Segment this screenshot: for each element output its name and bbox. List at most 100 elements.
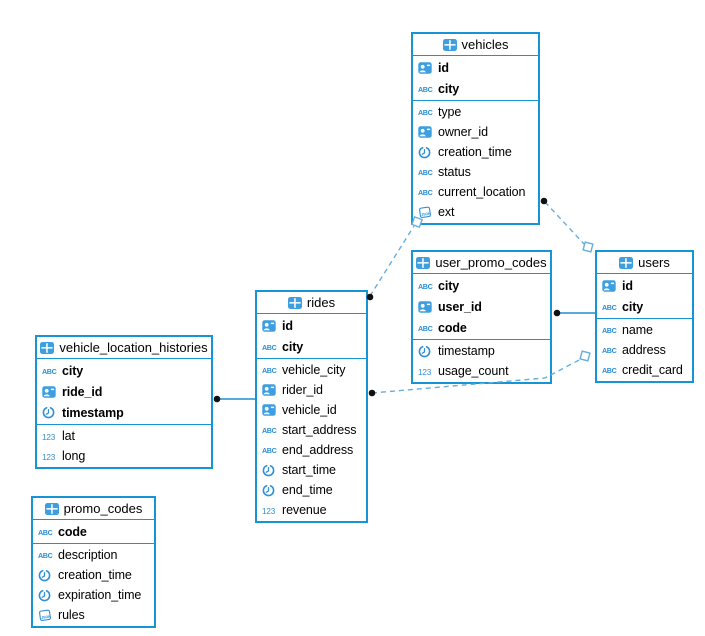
field-name: city <box>282 339 304 354</box>
abc-text-icon: ABC <box>42 366 58 376</box>
svg-text:ABC: ABC <box>418 324 433 333</box>
field-name: start_address <box>282 423 357 437</box>
field-row-user_promo_codes-code[interactable]: ABC code <box>413 317 550 338</box>
fields-section: ABC vehicle_city rider_id vehicle_id ABC… <box>257 359 366 521</box>
svg-text:ABC: ABC <box>262 343 277 352</box>
field-row-vehicles-owner_id[interactable]: owner_id <box>413 122 538 142</box>
primary-key-section: id ABC city <box>413 56 538 101</box>
table-title: users <box>638 255 670 270</box>
relationship-vehicles-users[interactable] <box>540 197 594 253</box>
field-row-users-id[interactable]: id <box>597 275 692 296</box>
abc-text-icon: ABC <box>418 323 434 333</box>
field-row-rides-end_time[interactable]: end_time <box>257 480 366 500</box>
field-row-user_promo_codes-city[interactable]: ABC city <box>413 275 550 296</box>
relationship-line[interactable] <box>369 225 415 297</box>
field-row-vehicles-status[interactable]: ABC status <box>413 162 538 182</box>
svg-text:ABC: ABC <box>262 366 277 375</box>
field-row-rides-end_address[interactable]: ABC end_address <box>257 440 366 460</box>
field-row-promo_codes-code[interactable]: ABC code <box>33 521 154 542</box>
field-row-vehicle_location_histories-timestamp[interactable]: timestamp <box>37 402 211 423</box>
field-row-user_promo_codes-usage_count[interactable]: 123 usage_count <box>413 361 550 381</box>
field-name: status <box>438 165 471 179</box>
relationship-user_promo_codes-users[interactable] <box>553 309 596 317</box>
table-promo_codes[interactable]: promo_codes ABC code ABC description cre… <box>31 496 156 628</box>
abc-text-icon: ABC <box>602 302 618 312</box>
field-name: city <box>438 278 460 293</box>
field-row-vehicle_location_histories-city[interactable]: ABC city <box>37 360 211 381</box>
field-row-promo_codes-creation_time[interactable]: creation_time <box>33 565 154 585</box>
table-vehicles[interactable]: vehicles id ABC city ABC type owner_id c… <box>411 32 540 225</box>
svg-text:123: 123 <box>42 452 56 461</box>
svg-text:123: 123 <box>42 432 56 441</box>
table-title: user_promo_codes <box>435 255 547 270</box>
svg-text:ABC: ABC <box>262 446 277 455</box>
table-header[interactable]: user_promo_codes <box>413 252 550 274</box>
field-row-users-credit_card[interactable]: ABC credit_card <box>597 360 692 380</box>
svg-text:ABC: ABC <box>38 528 53 537</box>
fields-section: 123 lat 123 long <box>37 425 211 467</box>
table-header[interactable]: vehicles <box>413 34 538 56</box>
table-user_promo_codes[interactable]: user_promo_codes ABC city user_id ABC co… <box>411 250 552 384</box>
svg-text:ABC: ABC <box>602 366 617 375</box>
clock-icon <box>418 345 434 358</box>
field-row-vehicles-city[interactable]: ABC city <box>413 78 538 99</box>
field-name: rules <box>58 608 85 622</box>
table-header[interactable]: rides <box>257 292 366 314</box>
field-row-rides-start_time[interactable]: start_time <box>257 460 366 480</box>
field-row-rides-vehicle_id[interactable]: vehicle_id <box>257 400 366 420</box>
field-name: long <box>62 449 86 463</box>
table-header[interactable]: vehicle_location_histories <box>37 337 211 359</box>
table-header[interactable]: users <box>597 252 692 274</box>
field-row-rides-revenue[interactable]: 123 revenue <box>257 500 366 520</box>
svg-text:ABC: ABC <box>602 303 617 312</box>
field-name: id <box>438 60 449 75</box>
abc-text-icon: ABC <box>38 550 54 560</box>
field-row-rides-rider_id[interactable]: rider_id <box>257 380 366 400</box>
person-badge-icon <box>262 384 278 396</box>
field-name: usage_count <box>438 364 509 378</box>
field-row-user_promo_codes-user_id[interactable]: user_id <box>413 296 550 317</box>
field-row-promo_codes-rules[interactable]: JSON rules <box>33 605 154 625</box>
clock-icon <box>262 464 278 477</box>
abc-text-icon: ABC <box>602 365 618 375</box>
field-row-users-name[interactable]: ABC name <box>597 320 692 340</box>
field-row-rides-vehicle_city[interactable]: ABC vehicle_city <box>257 360 366 380</box>
primary-key-section: ABC code <box>33 520 154 544</box>
table-rides[interactable]: rides id ABC city ABC vehicle_city rider… <box>255 290 368 523</box>
person-badge-icon <box>42 385 58 398</box>
abc-text-icon: ABC <box>262 365 278 375</box>
clock-icon <box>418 146 434 159</box>
relationship-line[interactable] <box>544 201 586 246</box>
field-row-vehicles-creation_time[interactable]: creation_time <box>413 142 538 162</box>
svg-text:ABC: ABC <box>418 85 433 94</box>
field-row-vehicle_location_histories-lat[interactable]: 123 lat <box>37 426 211 446</box>
abc-text-icon: ABC <box>262 342 278 352</box>
table-icon <box>442 38 457 51</box>
table-vehicle_location_histories[interactable]: vehicle_location_histories ABC city ride… <box>35 335 213 469</box>
table-header[interactable]: promo_codes <box>33 498 154 520</box>
table-users[interactable]: users id ABC city ABC name ABC address A… <box>595 250 694 383</box>
person-badge-icon <box>418 61 434 74</box>
field-row-user_promo_codes-timestamp[interactable]: timestamp <box>413 341 550 361</box>
field-row-vehicle_location_histories-ride_id[interactable]: ride_id <box>37 381 211 402</box>
svg-text:123: 123 <box>262 506 276 515</box>
field-row-rides-city[interactable]: ABC city <box>257 336 366 357</box>
primary-key-section: id ABC city <box>257 314 366 359</box>
field-row-promo_codes-description[interactable]: ABC description <box>33 545 154 565</box>
field-name: rider_id <box>282 383 323 397</box>
field-name: code <box>58 524 87 539</box>
abc-text-icon: ABC <box>418 187 434 197</box>
field-name: code <box>438 320 467 335</box>
field-row-users-address[interactable]: ABC address <box>597 340 692 360</box>
field-row-vehicles-id[interactable]: id <box>413 57 538 78</box>
field-row-vehicles-type[interactable]: ABC type <box>413 102 538 122</box>
relationship-vehicle_location_histories-rides[interactable] <box>213 395 256 403</box>
person-badge-icon <box>418 126 434 138</box>
field-row-vehicles-ext[interactable]: JSON ext <box>413 202 538 222</box>
field-row-rides-id[interactable]: id <box>257 315 366 336</box>
field-row-rides-start_address[interactable]: ABC start_address <box>257 420 366 440</box>
field-row-promo_codes-expiration_time[interactable]: expiration_time <box>33 585 154 605</box>
field-row-users-city[interactable]: ABC city <box>597 296 692 317</box>
field-row-vehicle_location_histories-long[interactable]: 123 long <box>37 446 211 466</box>
field-row-vehicles-current_location[interactable]: ABC current_location <box>413 182 538 202</box>
